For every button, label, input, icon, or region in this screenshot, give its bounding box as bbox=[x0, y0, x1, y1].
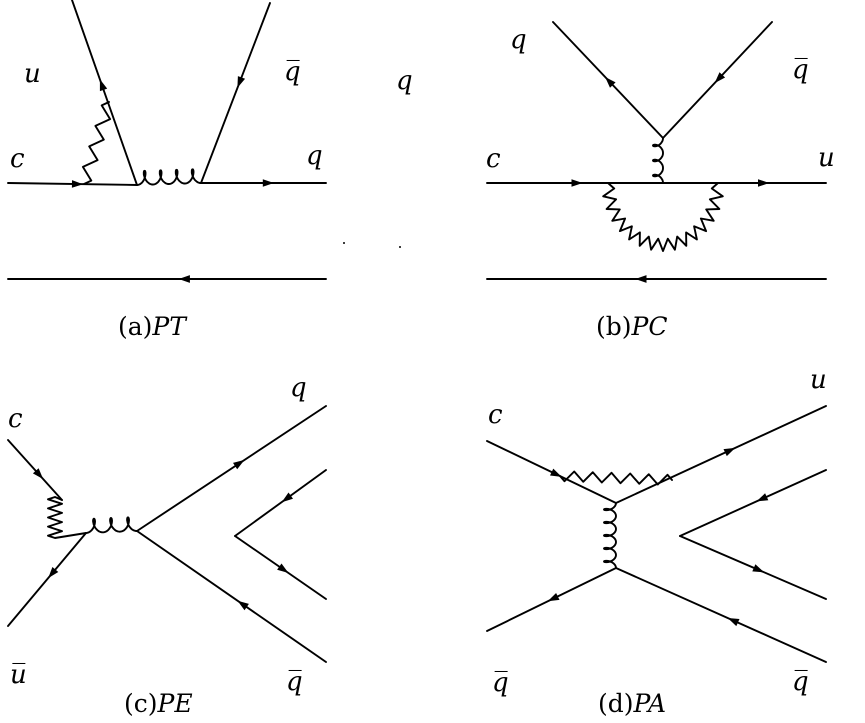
arrow bbox=[237, 600, 249, 611]
arrow bbox=[723, 447, 736, 457]
label-qbar: q̅ bbox=[286, 667, 303, 697]
caption-b: (b)PC bbox=[596, 312, 667, 341]
label-q: q bbox=[306, 141, 323, 171]
pair-line-upper bbox=[679, 469, 827, 537]
label-q-outside: q bbox=[396, 66, 413, 96]
arrow bbox=[99, 79, 108, 92]
caption-d: (d)PA bbox=[598, 689, 666, 718]
label-u: u bbox=[24, 59, 41, 89]
label-c: c bbox=[486, 144, 501, 174]
arrow bbox=[178, 275, 190, 283]
gluon bbox=[136, 168, 202, 186]
arrow bbox=[262, 179, 274, 187]
label-q: q bbox=[510, 25, 527, 55]
antiquark-line-ubar-out bbox=[7, 532, 87, 627]
arrow bbox=[281, 492, 293, 503]
quark-line-u-out bbox=[71, 0, 138, 186]
stray-dot bbox=[399, 246, 401, 248]
arrow bbox=[605, 77, 616, 88]
arrow bbox=[752, 564, 765, 573]
gluon bbox=[603, 502, 617, 569]
caption-c: (c)PE bbox=[124, 689, 193, 718]
w-boson bbox=[81, 101, 112, 185]
stray-dot bbox=[343, 242, 345, 244]
w-boson-loop bbox=[602, 182, 724, 252]
panel-a: u q̅ c q q (a)PT bbox=[7, 0, 413, 341]
arrow bbox=[71, 180, 84, 188]
arrow bbox=[233, 459, 245, 470]
panel-b: q q̅ c u (b)PC bbox=[486, 21, 835, 341]
quark-line-c-in bbox=[7, 439, 63, 501]
arrow bbox=[547, 593, 560, 602]
w-boson bbox=[559, 470, 673, 486]
antiquark-line-qbar-in bbox=[615, 567, 827, 663]
panel-c: c u̅ q q̅ (c)PE bbox=[7, 373, 327, 718]
label-c: c bbox=[488, 400, 503, 430]
arrow bbox=[277, 563, 289, 573]
label-qbar: q̅ bbox=[284, 57, 301, 87]
pair-line-upper bbox=[234, 469, 327, 537]
label-qbar: q̅ bbox=[792, 55, 809, 85]
pair-line-lower bbox=[679, 535, 827, 600]
label-u: u bbox=[810, 365, 827, 395]
antiquark-line-qbar-in bbox=[136, 530, 327, 663]
caption-a: (a)PT bbox=[118, 312, 188, 341]
arrow bbox=[550, 468, 562, 477]
label-qbar-left: q̅ bbox=[492, 668, 509, 698]
arrow bbox=[714, 72, 726, 84]
quark-line-q-out bbox=[136, 405, 327, 532]
arrow bbox=[571, 179, 583, 187]
label-c: c bbox=[8, 404, 23, 434]
label-q: q bbox=[290, 373, 307, 403]
gluon bbox=[85, 516, 138, 534]
quark-line-u-out bbox=[615, 405, 827, 504]
w-boson bbox=[47, 496, 87, 539]
gluon bbox=[652, 137, 664, 184]
antiquark-line-in bbox=[200, 2, 271, 184]
label-u: u bbox=[818, 143, 835, 173]
label-c: c bbox=[10, 144, 25, 174]
arrow bbox=[756, 493, 769, 502]
label-ubar: u̅ bbox=[10, 660, 27, 690]
arrow bbox=[727, 618, 740, 627]
quark-line-c-in bbox=[486, 440, 617, 504]
arrow bbox=[32, 468, 44, 480]
arrow bbox=[48, 567, 59, 579]
arrow bbox=[635, 275, 647, 283]
panel-d: c q̅ u q̅ (d)PA bbox=[486, 365, 827, 718]
arrow bbox=[237, 76, 246, 88]
label-qbar-right: q̅ bbox=[792, 667, 809, 697]
arrow bbox=[758, 179, 770, 187]
